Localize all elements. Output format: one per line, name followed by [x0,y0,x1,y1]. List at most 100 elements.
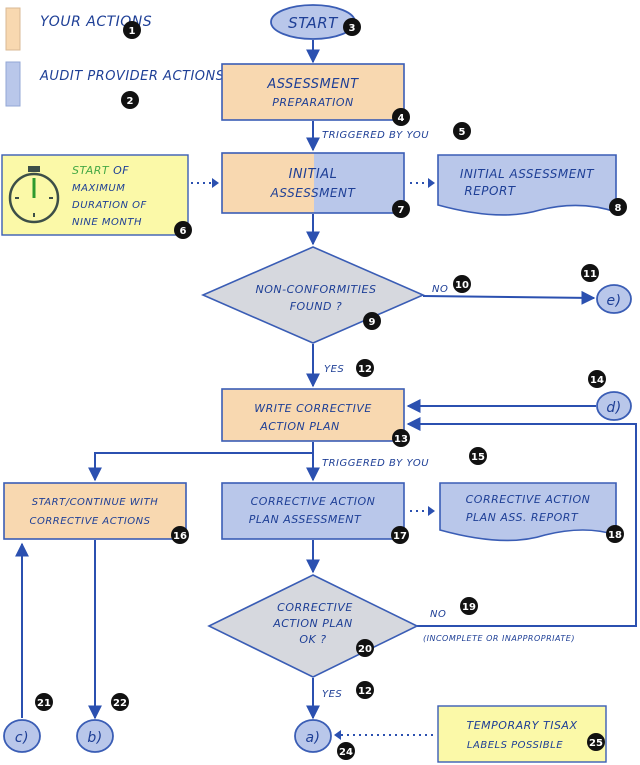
triggered-by-you-1: Triggered by you [322,130,429,141]
connector-a [294,719,332,753]
initial-assessment-right-fill [314,153,404,213]
initial-report-line2: Report [464,184,516,198]
badge-15-text: 15 [471,452,485,463]
legend-audit-swatch [5,61,21,107]
badge-19 [460,597,478,615]
write-plan-line2: action plan [259,420,340,433]
badge-24 [337,742,355,760]
badge-12b [356,681,374,699]
badge-5 [453,122,471,140]
badge-4 [392,108,410,126]
badge-25-text: 25 [589,738,603,749]
decision-ok-line3: ok ? [299,633,326,646]
cap-assessment-line2: plan assessment [249,513,362,526]
badge-5-text: 5 [459,127,466,138]
badge-7-text: 7 [398,205,405,216]
badge-10 [453,275,471,293]
cap-assessment-box [221,482,405,540]
badge-6 [174,221,192,239]
badge-18 [606,525,624,543]
badge-2-text: 2 [127,96,134,107]
badge-13-text: 13 [394,434,408,445]
badge-8 [609,198,627,216]
triggered-by-you-2: Triggered by you [322,458,429,469]
start-continue-line1: Start/continue with [32,497,158,508]
initial-assessment-box [221,152,405,214]
badge-4-text: 4 [398,113,405,124]
badge-7 [392,200,410,218]
badge-1-text: 1 [129,26,136,37]
arrow-no-to-e [422,290,596,305]
badge-11 [581,264,599,282]
badge-3 [343,18,361,36]
temporary-labels-box [437,705,607,763]
yes-label-2: Yes [322,689,342,700]
badge-12a [356,359,374,377]
cap-report-line1: Corrective action [466,493,591,506]
badge-16-text: 16 [173,531,187,542]
badge-11-text: 11 [583,269,597,280]
connector-c [3,719,41,753]
badge-12a-text: 12 [358,364,372,375]
start-continue-box [3,482,187,540]
connector-d-label: d) [606,400,621,416]
decision-nc-line2: Found ? [290,300,343,313]
no-label-1: No [432,284,448,295]
badge-14 [588,370,606,388]
assessment-preparation-line1: Assessment [266,77,359,92]
write-plan-box [221,388,405,442]
dotted-arrowhead-4 [334,730,341,740]
badge-17-text: 17 [393,531,407,542]
badge-3-text: 3 [349,23,356,34]
badge-20-text: 20 [358,644,372,655]
badge-18-text: 18 [608,530,622,541]
badge-12b-text: 12 [358,686,372,697]
badge-25 [587,733,605,751]
initial-report-document [437,154,617,216]
temp-labels-line2: Labels possible [467,740,563,751]
connector-e-label: e) [606,293,621,309]
connector-b [76,719,114,753]
badge-2 [121,91,139,109]
badge-9 [363,312,381,330]
dotted-arrowhead-1 [212,178,219,188]
cap-assessment-line1: Corrective action [251,495,376,508]
assessment-preparation-box [221,63,405,121]
start-label: Start [288,14,339,32]
timer-line1: Start of [72,164,129,177]
initial-assessment-line1: Initial [289,167,338,182]
initial-report-line1: Initial Assessment [460,167,595,181]
assessment-preparation-line2: preparation [272,96,354,109]
initial-assessment-left-fill [222,153,314,213]
dotted-arrowhead-3 [428,506,435,516]
badge-17 [391,526,409,544]
temp-labels-line1: Temporary TISAX [467,719,578,732]
no-label-2: No [430,609,446,620]
connector-e [596,284,632,314]
badge-14-text: 14 [590,375,604,386]
badge-22 [111,693,129,711]
badge-16 [171,526,189,544]
connector-b-label: b) [87,730,102,746]
badge-15 [469,447,487,465]
legend-your-actions-swatch [5,7,21,51]
badge-13 [392,429,410,447]
badge-22-text: 22 [113,698,127,709]
cap-report-line2: plan Ass. Report [466,511,579,524]
legend-your-actions-label: Your Actions [40,14,152,30]
initial-assessment-line2: Assessment [270,186,357,200]
dotted-arrowhead-2 [428,178,435,188]
start-continue-line2: Corrective actions [29,516,150,527]
legend-audit-label: Audit provider Actions [39,69,225,84]
arrow-write-to-start-continue [88,452,313,482]
connector-d [596,391,632,421]
badge-20 [356,639,374,657]
timer-line2: Maximum [72,183,125,194]
decision-ok-line2: action plan [272,617,353,630]
stopwatch-icon [8,166,60,224]
badge-21 [35,693,53,711]
connector-c-label: c) [15,730,29,746]
badge-9-text: 9 [369,317,376,328]
badge-6-text: 6 [180,226,187,237]
